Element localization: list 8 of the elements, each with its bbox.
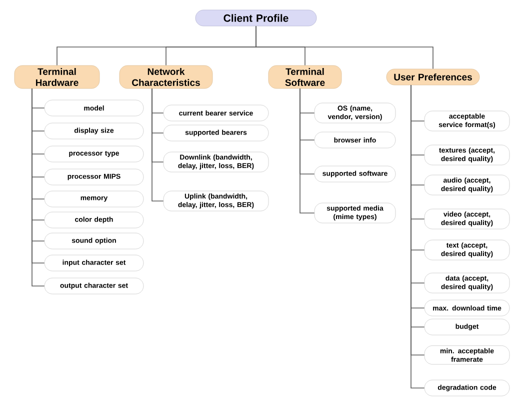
connector-line <box>256 26 434 70</box>
connector-line <box>300 88 315 214</box>
root-box: Client Profile <box>195 10 317 26</box>
category-box: Terminal Software <box>268 65 342 89</box>
category-box: Terminal Hardware <box>14 65 100 89</box>
category-box: Network Characteristics <box>119 65 213 89</box>
category-box: User Preferences <box>386 68 480 86</box>
connector-line <box>152 88 164 202</box>
